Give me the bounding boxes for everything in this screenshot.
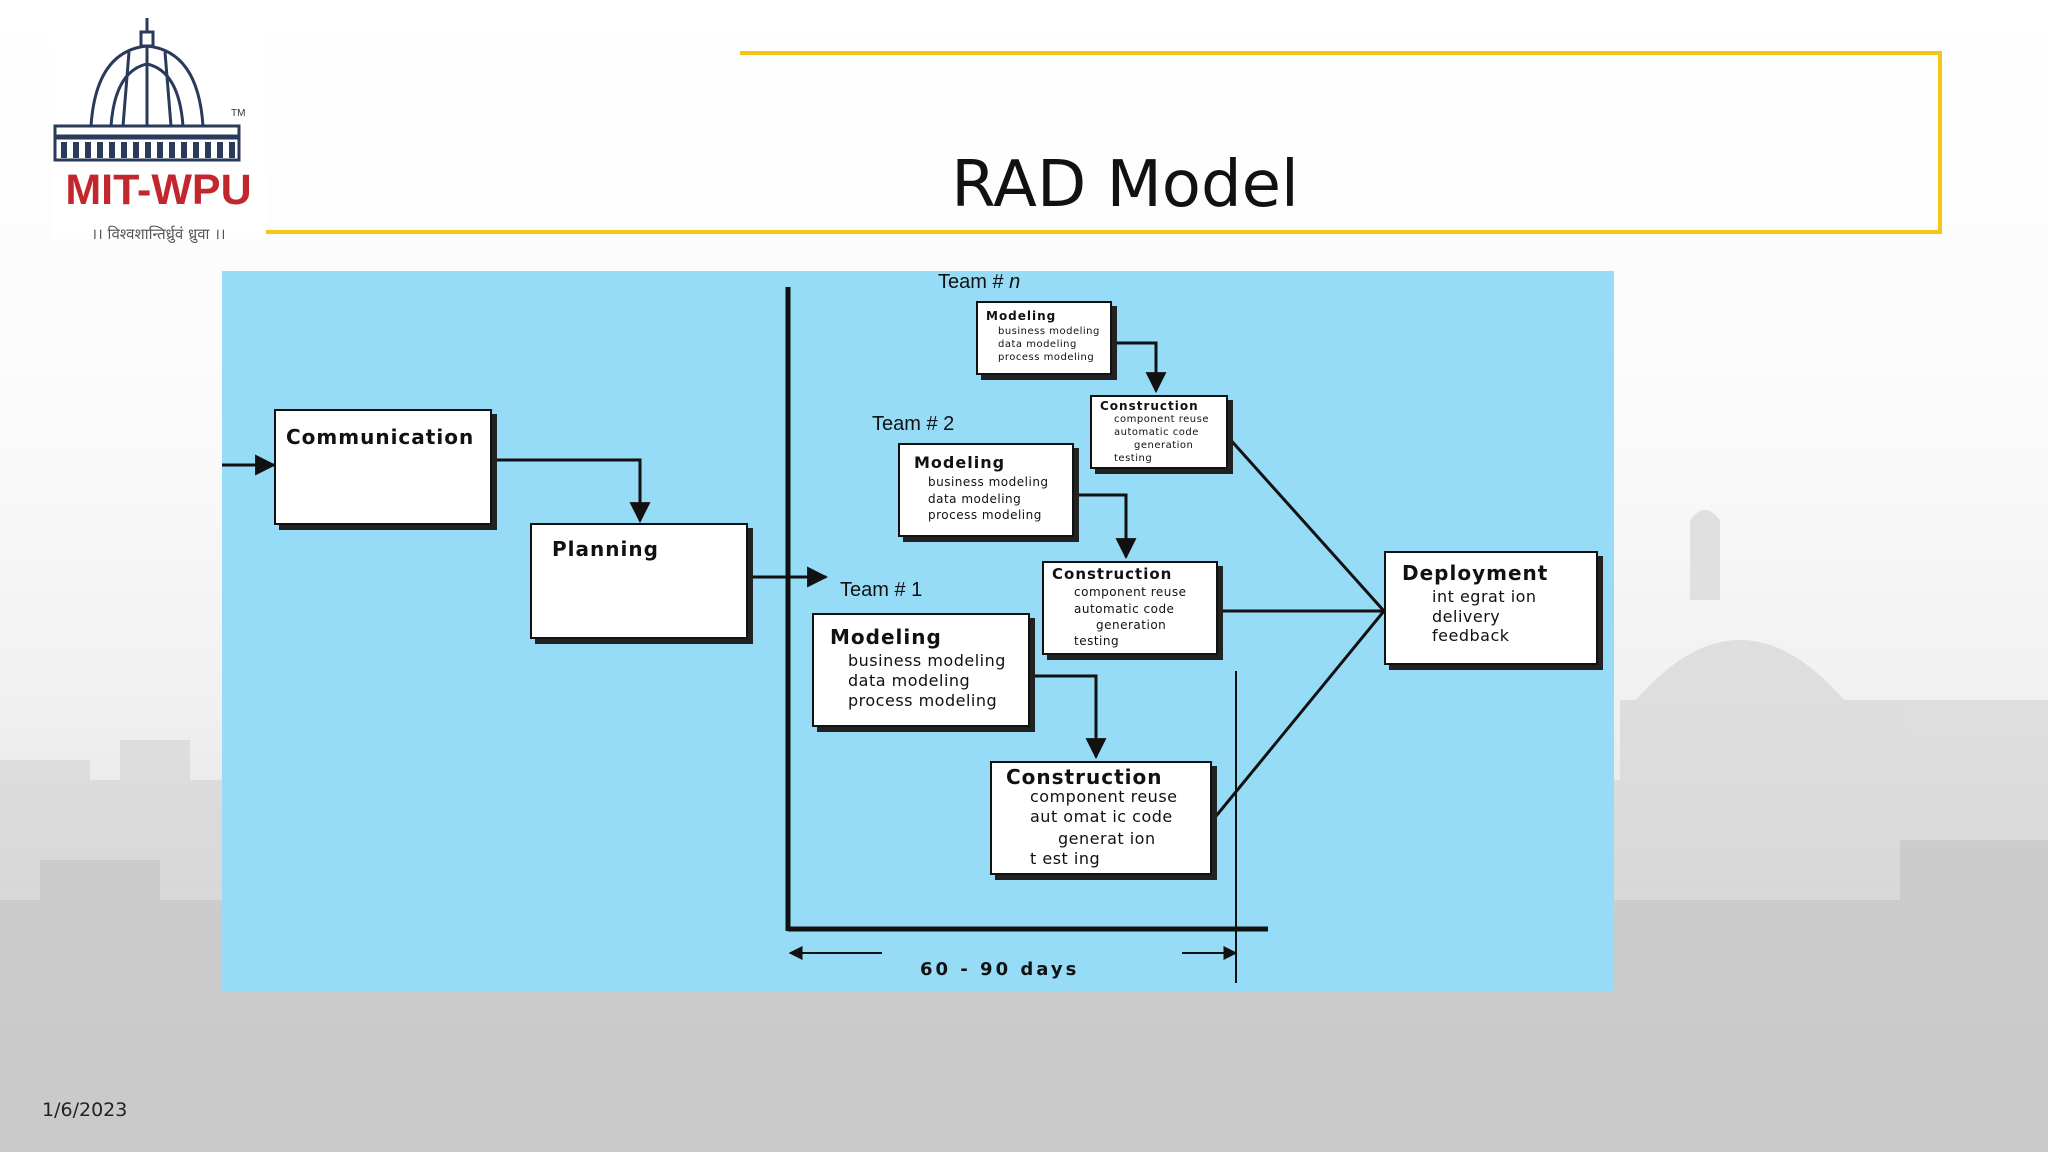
team-n-construction-line: automatic code	[1114, 427, 1199, 438]
trademark-mark: TM	[231, 108, 245, 119]
communication-box: Communication	[274, 409, 492, 525]
diagram-connectors	[222, 287, 1386, 983]
arrow-team-2-modeling-to-construction	[1074, 493, 1137, 560]
team-n-construction-box: Construction component reuse automatic c…	[1090, 395, 1228, 469]
slide-date: 1/6/2023	[42, 1099, 128, 1121]
arrow-team-n-modeling-to-construction	[1112, 341, 1167, 394]
team-2-modeling-line: data modeling	[928, 492, 1022, 506]
team-n-modeling-line: process modeling	[998, 352, 1095, 363]
link-team-n-to-deployment	[1226, 435, 1386, 613]
duration-label: 60 - 90 days	[920, 959, 1080, 980]
team-2-construction-line: testing	[1074, 634, 1120, 648]
team-2-label: Team # 2	[872, 413, 955, 435]
team-2-construction-line: component reuse	[1074, 585, 1187, 599]
team-1-construction-line: aut omat ic code	[1030, 807, 1173, 826]
mit-wpu-logo: TM MIT-WPU ।। विश्वशान्तिर्ध्रुवं ध्रुवा…	[51, 16, 266, 243]
team-2-construction-line: generation	[1096, 618, 1167, 632]
team-n-modeling-line: data modeling	[998, 339, 1077, 350]
dome-icon: TM	[53, 18, 245, 162]
team-1-modeling-title: Modeling	[830, 625, 942, 649]
team-n-label-prefix: Team #	[938, 271, 1010, 293]
team-1-construction-line: component reuse	[1030, 787, 1178, 806]
team-2-construction-box: Construction component reuse automatic c…	[1042, 561, 1218, 655]
team-1-construction-line: t est ing	[1030, 849, 1101, 868]
planning-title: Planning	[552, 537, 659, 561]
team-1-construction-box: Construction component reuse aut omat ic…	[990, 761, 1212, 875]
team-n-construction-title: Construction	[1100, 399, 1199, 413]
team-1-modeling-line: process modeling	[848, 691, 998, 710]
communication-title: Communication	[286, 425, 475, 449]
team-n-modeling-line: business modeling	[998, 326, 1100, 337]
deployment-title: Deployment	[1402, 561, 1549, 585]
arrow-communication-to-planning	[492, 458, 651, 524]
team-1-construction-line: generat ion	[1058, 829, 1156, 848]
title-frame-line	[266, 51, 1942, 234]
team-1-modeling-line: business modeling	[848, 651, 1006, 670]
team-2-modeling-line: process modeling	[928, 508, 1042, 522]
team-1-construction-title: Construction	[1006, 765, 1163, 789]
team-n-construction-line: generation	[1134, 440, 1194, 451]
team-2-modeling-box: Modeling business modeling data modeling…	[898, 443, 1074, 537]
team-n-modeling-box: Modeling business modeling data modeling…	[976, 301, 1112, 375]
team-2-construction-title: Construction	[1052, 565, 1173, 583]
team-n-modeling-title: Modeling	[986, 309, 1057, 323]
team-2-modeling-line: business modeling	[928, 475, 1049, 489]
team-n-construction-line: component reuse	[1114, 414, 1209, 425]
slide-title: RAD Model	[951, 148, 1299, 222]
planning-box: Planning	[530, 523, 748, 639]
team-2-construction-line: automatic code	[1074, 602, 1175, 616]
team-n-label-suffix: n	[1009, 271, 1021, 293]
team-n-construction-line: testing	[1114, 453, 1153, 464]
team-1-modeling-box: Modeling business modeling data modeling…	[812, 613, 1030, 727]
deployment-line: int egrat ion	[1432, 587, 1537, 606]
link-team-1-to-deployment	[1210, 610, 1386, 822]
deployment-line: delivery	[1432, 607, 1501, 626]
deployment-line: feedback	[1432, 626, 1510, 645]
logo-motto: ।। विश्वशान्तिर्ध्रुवं ध्रुवा ।।	[91, 225, 226, 243]
team-1-label: Team # 1	[840, 579, 923, 601]
arrow-team-1-modeling-to-construction	[1030, 674, 1107, 760]
team-n-label: Team # n	[938, 271, 1020, 294]
team-2-modeling-title: Modeling	[914, 453, 1006, 472]
logo-wordmark: MIT-WPU	[65, 166, 252, 214]
deployment-box: Deployment int egrat ion delivery feedba…	[1384, 551, 1598, 665]
team-1-modeling-line: data modeling	[848, 671, 971, 690]
rad-diagram: Communication Planning Team # n Modeling…	[222, 271, 1614, 991]
